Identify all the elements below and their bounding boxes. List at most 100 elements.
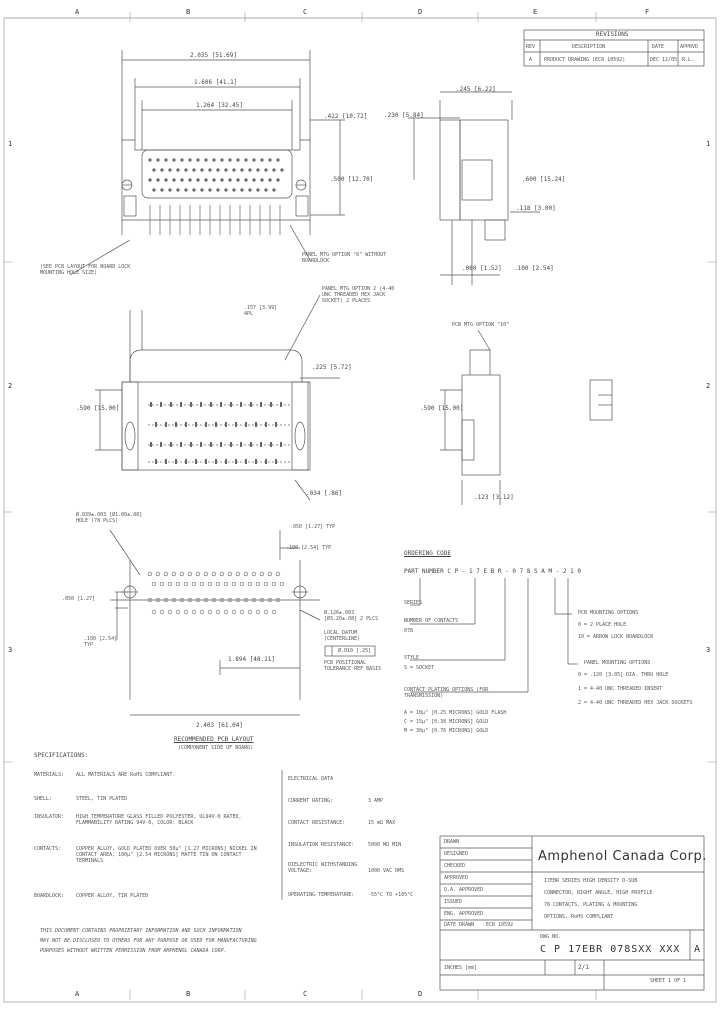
spec-val-insulator: HIGH TEMPERATURE GLASS FILLED POLYESTER,… xyxy=(76,814,242,826)
grid-col-b: B xyxy=(186,8,191,16)
grid-row-2: 2 xyxy=(8,382,13,390)
ordering-panel-0: 0 = .120 [3.05] DIA. THRU HOLE xyxy=(578,672,669,678)
notice-line-3: PURPOSES WITHOUT WRITTEN PERMISSION FROM… xyxy=(40,948,227,954)
spec-label-materials: MATERIALS: xyxy=(34,772,65,778)
ordering-leaders xyxy=(410,578,578,693)
elec-val-temp: -55°C TO +105°C xyxy=(368,892,414,898)
tb-units: INCHES [mm] xyxy=(444,965,478,971)
spec-title: SPECIFICATIONS: xyxy=(34,752,89,759)
company-name: Amphenol Canada Corp. xyxy=(538,849,707,864)
grid-col-a-bottom: A xyxy=(75,990,80,998)
ordering-code: PART NUMBER C P - 1 7 E B R - 0 7 8 S A … xyxy=(404,568,582,575)
grid-row-3: 3 xyxy=(8,646,13,654)
dim-225: .225 [5.72] xyxy=(312,364,352,371)
dim-pcb-2: 2.403 [61.04] xyxy=(196,722,243,729)
rev-row-rev: A xyxy=(529,57,533,63)
pcb-hole-grid xyxy=(147,571,285,615)
dim-front-height: .590 [15.00] xyxy=(76,405,120,412)
ordering-plating-c: C = 15μ" [0.38 MICRONS] GOLD xyxy=(404,719,489,725)
tol-box: Ø.010 [.25] xyxy=(338,648,372,654)
ordering-contacts: NUMBER OF CONTACTS xyxy=(404,618,459,624)
ordering-panel-2: 2 = 4-40 UNC THREADED HEX JACK SOCKETS xyxy=(578,700,693,706)
elec-label-insulation: INSULATION RESISTANCE: xyxy=(288,842,355,848)
spec-val-shell: STEEL, TIN PLATED xyxy=(76,796,128,802)
tb-scale: 2/1 xyxy=(578,964,589,971)
front-view-pin-dots xyxy=(150,402,282,464)
spec-val-materials: ALL MATERIALS ARE RoHS COMPLIANT. xyxy=(76,772,176,778)
tb-ecr: ECR 10592 xyxy=(486,922,514,928)
note-pcb-hole: Ø.039±.003 [Ø1.00±.08] HOLE (78 PLCS) xyxy=(76,512,143,524)
grid-row-1: 1 xyxy=(8,140,13,148)
grid-col-c-bottom: C xyxy=(303,990,308,998)
elec-label-temp: OPERATING TEMPERATURE: xyxy=(288,892,355,898)
elec-val-insulation: 5000 MΩ MIN xyxy=(368,842,402,848)
dim-pcb-100: .100 [2.54] TYP xyxy=(286,545,332,551)
elec-label-resistance: CONTACT RESISTANCE: xyxy=(288,820,346,826)
ordering-pcb-10: 10 = ARROW LOCK BOARDLOCK xyxy=(578,634,654,640)
dim-right1: .422 [10.72] xyxy=(324,113,368,120)
ordering-panel-mount: PANEL MOUNTING OPTIONS xyxy=(584,660,651,666)
tb-row-approved: APPROVED xyxy=(444,875,469,881)
spec-label-insulator: INSULATOR: xyxy=(34,814,65,820)
dim-right2: .500 [12.70] xyxy=(330,176,374,183)
note-local-datum: LOCAL DATUM (CENTERLINE) xyxy=(324,630,361,642)
pcb-layout xyxy=(109,529,376,716)
rev-row-desc: PRODUCT DRAWING (ECR 10592) xyxy=(544,57,626,63)
dim-600: .600 [15.24] xyxy=(522,176,566,183)
desc-line-1: 17EBR SERIES HIGH DENSITY D-SUB xyxy=(544,878,638,884)
revisions-title: REVISIONS xyxy=(596,31,629,38)
note-pos-tolerance: PCB POSITIONAL TOLERANCE REF BASIS xyxy=(324,660,382,672)
grid-row-2-right: 2 xyxy=(706,382,711,390)
dim-front-bottom: .034 [.86] xyxy=(306,490,343,497)
elec-val-current: 3 AMP xyxy=(368,798,384,804)
dim-inner: 1.264 [32.45] xyxy=(196,102,243,109)
dim-side2-height: .590 [15.00] xyxy=(420,405,464,412)
tb-row-date: DATE DRAWN xyxy=(444,922,475,928)
tb-row-checked: CHECKED xyxy=(444,863,466,869)
ordering-series: SERIES xyxy=(404,600,423,606)
tb-row-designed: DESIGNED xyxy=(444,851,469,857)
dim-100: .100 [2.54] xyxy=(514,265,554,272)
note-pcb-mtg-10: PCB MTG OPTION "10" xyxy=(452,322,510,328)
spec-label-shell: SHELL: xyxy=(34,796,53,802)
rev-letter: A xyxy=(694,944,702,955)
ordering-contacts-val: 078 xyxy=(404,628,414,634)
notice-line-1: THIS DOCUMENT CONTAINS PROPRIETARY INFOR… xyxy=(40,928,242,934)
grid-row-1-right: 1 xyxy=(706,140,711,148)
ordering-title: ORDERING CODE xyxy=(404,550,451,557)
ordering-style-val: S = SOCKET xyxy=(404,665,435,671)
elec-val-dielectric: 1000 VAC RMS xyxy=(368,868,405,874)
rev-header-rev: REV xyxy=(526,44,536,50)
ordering-panel-1: 1 = 4-40 UNC THREADED INSERT xyxy=(578,686,663,692)
ordering-plating-m: M = 30μ" [0.76 MICRONS] GOLD xyxy=(404,728,489,734)
grid-col-a: A xyxy=(75,8,80,16)
side-view xyxy=(408,91,540,285)
rev-header-apprvd: APPRVD xyxy=(680,44,699,50)
dim-pcb-050: .050 [1.27] TYP xyxy=(290,524,336,530)
tb-row-eng: ENG. APPROVED xyxy=(444,911,484,917)
dim-060: .060 [1.52] xyxy=(462,265,502,272)
elec-title: ELECTRICAL DATA xyxy=(288,776,334,782)
ordering-plating: CONTACT PLATING OPTIONS (FOR TRANSMISSIO… xyxy=(404,687,489,699)
grid-col-d-bottom: D xyxy=(418,990,423,998)
rev-row-apprvd: R.L. xyxy=(682,57,695,63)
note-panel-mtg-0: PANEL MTG OPTION "0" WITHOUT BOARDLOCK xyxy=(302,252,387,264)
top-view-contact-grid xyxy=(148,158,284,192)
front-view xyxy=(95,294,340,501)
rev-header-desc: DESCRIPTION xyxy=(572,44,606,50)
top-view xyxy=(69,50,345,276)
dim-118: .118 [3.00] xyxy=(516,205,556,212)
grid-row-3-right: 3 xyxy=(706,646,711,654)
tb-dwg-label: DWG NO. xyxy=(540,934,562,940)
note-panel-mtg-2: PANEL MTG OPTION 2 (4-40 UNC THREADED HE… xyxy=(322,286,395,304)
note-mount-hole: Ø.126±.003 [Ø3.20±.08] 2 PLCS xyxy=(324,610,379,622)
tb-row-qa: Q.A. APPROVED xyxy=(444,887,484,893)
dim-pcb-pitch-050: .050 [1.27] xyxy=(62,596,96,602)
rev-row-date: DEC 12/05 xyxy=(650,57,678,63)
dim-pcb-pitch-100: .100 [2.54] TYP xyxy=(84,636,118,648)
pcb-mount-holes xyxy=(122,585,308,599)
note-boardlock-hole: (SEE PCB LAYOUT FOR BOARD LOCK MOUNTING … xyxy=(40,264,131,276)
grid-col-d: D xyxy=(418,8,423,16)
notice-line-2: MAY NOT BE DISCLOSED TO OTHERS FOR ANY P… xyxy=(40,938,257,944)
